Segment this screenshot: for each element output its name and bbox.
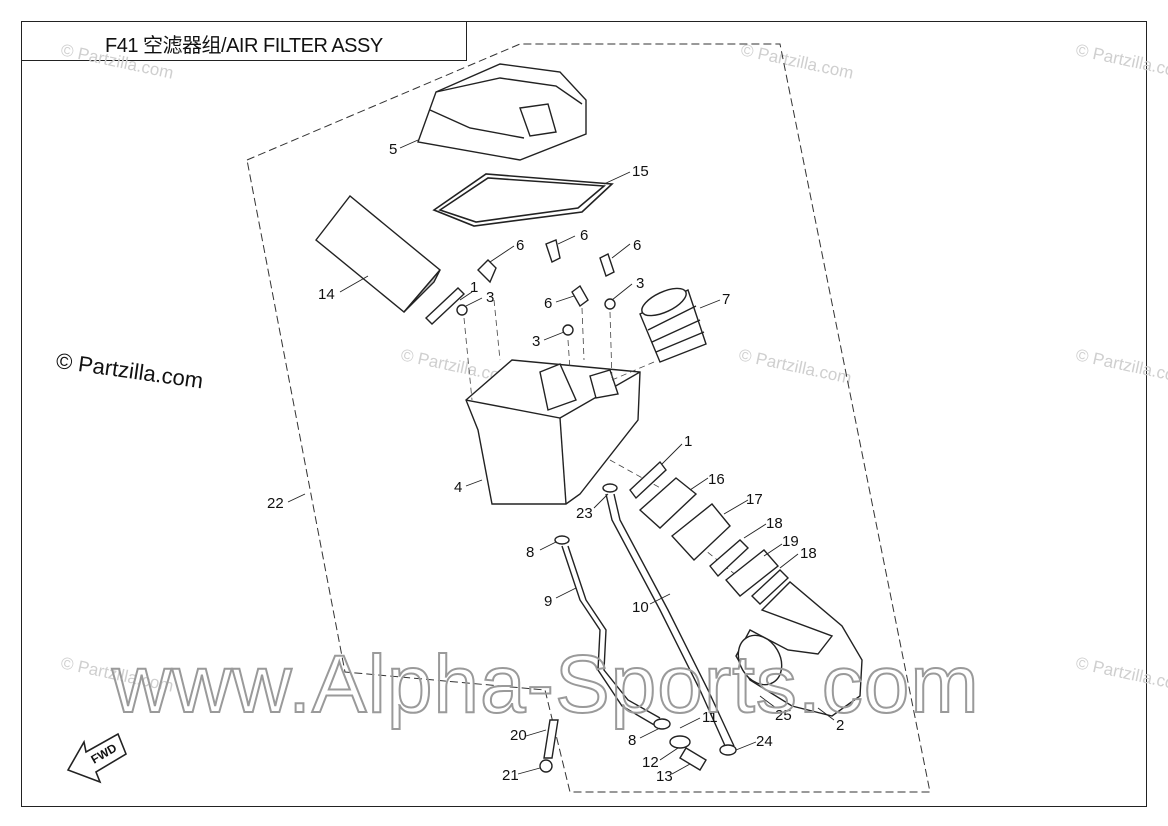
drain-fittings (554, 483, 737, 771)
callout-6: 6 (580, 227, 588, 244)
callout-6: 6 (544, 295, 552, 312)
drain-hoses (561, 493, 735, 749)
callout-16: 16 (708, 471, 725, 488)
watermark-small: © Partzilla.com (737, 345, 853, 387)
bellows-hose (639, 287, 707, 363)
assembly-boundary (246, 43, 931, 793)
callout-4: 4 (454, 479, 462, 496)
intake-duct (735, 581, 863, 717)
callout-8: 8 (526, 544, 534, 561)
page-title: F41 空滤器组/AIR FILTER ASSY (105, 35, 383, 57)
callout-22: 22 (267, 495, 284, 512)
clips-and-bolts (456, 239, 616, 336)
title-box: F41 空滤器组/AIR FILTER ASSY (21, 21, 467, 61)
watermark-small: © Partzilla.com (1074, 40, 1168, 82)
callout-19: 19 (782, 533, 799, 550)
callout-25: 25 (775, 707, 792, 724)
watermark-small: © Partzilla.com (739, 40, 855, 82)
fwd-arrow-icon: FWD (66, 732, 127, 784)
callout-18: 18 (766, 515, 783, 532)
callout-7: 7 (722, 291, 730, 308)
watermark-small-group: © Partzilla.com © Partzilla.com © Partzi… (59, 40, 1168, 695)
watermark-big: www.Alpha-Sports.com (111, 639, 980, 730)
callout-3: 3 (636, 275, 644, 292)
callout-18: 18 (800, 545, 817, 562)
callout-5: 5 (389, 141, 397, 158)
callout-6: 6 (633, 237, 641, 254)
watermark-small: © Partzilla.com (1074, 345, 1168, 387)
callout-13: 13 (656, 768, 673, 785)
callout-12: 12 (642, 754, 659, 771)
callout-1: 1 (470, 279, 478, 296)
callout-9: 9 (544, 593, 552, 610)
callout-24: 24 (756, 733, 773, 750)
callout-23: 23 (576, 505, 593, 522)
callout-1: 1 (684, 433, 692, 450)
callout-10: 10 (632, 599, 649, 616)
callout-leaders (287, 139, 835, 775)
callout-14: 14 (318, 286, 335, 303)
filter-cover (417, 63, 587, 161)
callout-11: 11 (702, 709, 718, 726)
callout-20: 20 (510, 727, 527, 744)
spring-and-bolt (539, 719, 559, 773)
callout-15: 15 (632, 163, 649, 180)
callout-21: 21 (502, 767, 519, 784)
callout-6: 6 (516, 237, 524, 254)
clamp-strip (424, 287, 466, 325)
watermark-small: © Partzilla.com (59, 40, 175, 82)
callout-8: 8 (628, 732, 636, 749)
callout-2: 2 (836, 717, 844, 734)
callout-3: 3 (532, 333, 540, 350)
callout-3: 3 (486, 289, 494, 306)
gasket (432, 173, 614, 227)
watermark-small: © Partzilla.com (1074, 653, 1168, 695)
filter-box (465, 359, 641, 505)
filter-element (315, 195, 441, 313)
intake-sleeve-parts (629, 460, 790, 605)
callout-17: 17 (746, 491, 763, 508)
diagram-frame (21, 21, 1147, 807)
callout-numbers: 5 15 14 1 6 6 6 3 3 6 3 7 4 22 1 16 17 1… (267, 141, 844, 785)
